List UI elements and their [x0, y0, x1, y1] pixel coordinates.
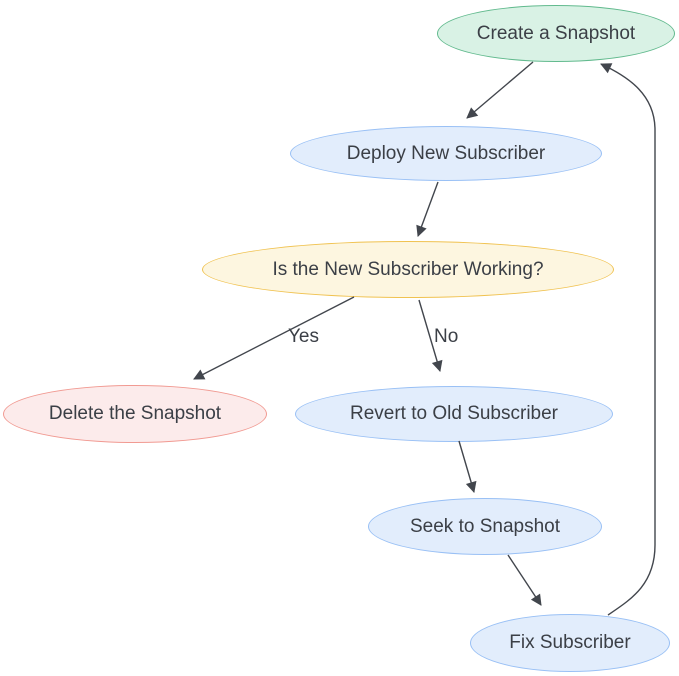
flowchart-node-revert-to-old-subscriber: Revert to Old Subscriber [295, 386, 613, 442]
edge-create-to-deploy [466, 61, 534, 119]
flowchart-node-fix-subscriber: Fix Subscriber [470, 614, 670, 672]
edge-label-yes: Yes [288, 326, 319, 347]
node-label: Deploy New Subscriber [346, 142, 546, 164]
flowchart-node-is-new-subscriber-working: Is the New Subscriber Working? [202, 241, 614, 298]
node-label: Seek to Snapshot [410, 515, 560, 537]
node-label: Is the New Subscriber Working? [272, 258, 544, 280]
node-label: Fix Subscriber [509, 632, 631, 653]
edge-working-to-delete-yes [193, 296, 355, 380]
node-label: Revert to Old Subscriber [349, 403, 559, 424]
flowchart-node-seek-to-snapshot: Seek to Snapshot [368, 498, 602, 555]
edge-fix-to-create-loop [600, 63, 656, 616]
edge-deploy-to-working [416, 181, 439, 237]
edge-label-no: No [434, 326, 459, 347]
flowchart-node-create-snapshot: Create a Snapshot [437, 5, 675, 62]
flowchart-node-delete-the-snapshot: Delete the Snapshot [3, 385, 267, 443]
edge-revert-to-seek [458, 440, 477, 493]
node-label: Create a Snapshot [476, 22, 636, 44]
edge-seek-to-fix [507, 554, 542, 606]
flowchart-node-deploy-new-subscriber: Deploy New Subscriber [290, 126, 602, 181]
node-label: Delete the Snapshot [48, 403, 222, 424]
